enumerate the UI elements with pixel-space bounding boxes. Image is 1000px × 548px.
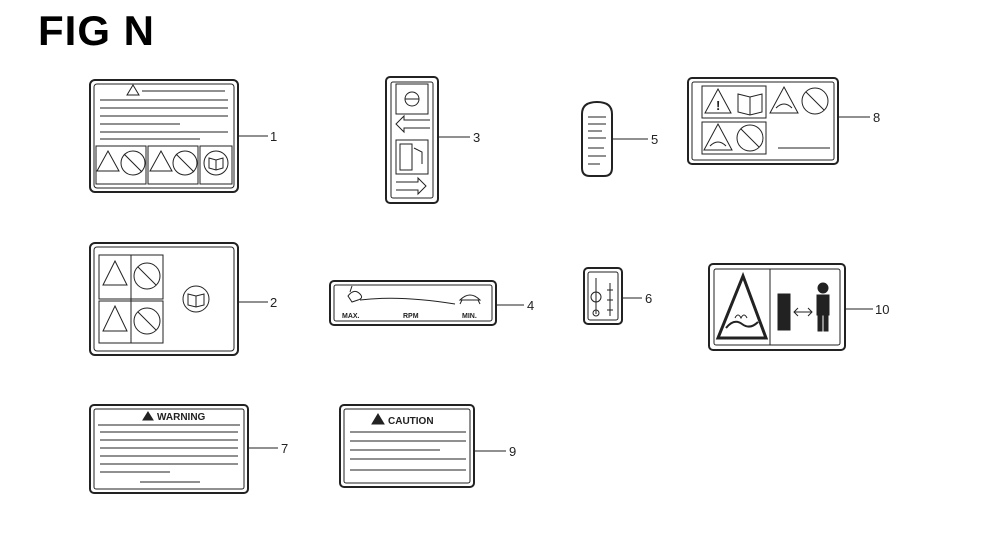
label-6[interactable] (583, 267, 623, 325)
label-10[interactable] (708, 263, 846, 351)
label-1[interactable] (89, 79, 239, 193)
keep-distance-icon (777, 282, 830, 332)
callout-2: 2 (270, 295, 277, 310)
prohibition-icon (736, 124, 764, 152)
callout-4: 4 (527, 298, 534, 313)
rpm-label: RPM (403, 313, 419, 320)
max-label: MAX. (342, 313, 360, 320)
manual-book-icon (182, 285, 210, 313)
on-off-icon (607, 283, 613, 316)
callout-9: 9 (509, 444, 516, 459)
prohibition-icon (801, 87, 829, 115)
warning-triangle-icon (149, 149, 173, 172)
caution-header: CAUTION (388, 416, 434, 427)
manual-book-icon (203, 150, 229, 176)
arrow-left-icon (395, 114, 430, 134)
label-7[interactable] (89, 404, 249, 494)
hot-surface-warning-icon (703, 122, 733, 151)
warning-triangle-icon (371, 413, 385, 425)
manual-book-icon (737, 93, 763, 116)
hot-surface-warning-icon (769, 85, 799, 114)
label-4[interactable] (329, 280, 497, 326)
label-2[interactable] (89, 242, 239, 356)
callout-1: 1 (270, 129, 277, 144)
prohibition-icon (120, 150, 146, 176)
callout-10: 10 (875, 302, 889, 317)
svg-text:!: ! (716, 98, 720, 113)
figure-title: FIG N (38, 7, 155, 54)
arrow-right-icon (396, 176, 427, 196)
fuel-valve-icon (404, 91, 420, 107)
prohibition-icon (172, 150, 198, 176)
label-3[interactable] (385, 76, 439, 204)
rabbit-icon (347, 285, 363, 303)
label-9[interactable] (339, 404, 475, 488)
choke-icon (590, 278, 602, 317)
callout-7: 7 (281, 441, 288, 456)
turtle-icon (458, 294, 482, 305)
warning-triangle-icon (142, 411, 154, 421)
callout-3: 3 (473, 130, 480, 145)
speed-curve (359, 297, 456, 305)
min-label: MIN. (462, 313, 477, 320)
callout-6: 6 (645, 291, 652, 306)
warning-triangle-icon (96, 149, 120, 172)
warning-triangle-icon: ! (704, 87, 732, 114)
label-5[interactable] (581, 100, 613, 177)
hot-surface-warning-icon (715, 271, 769, 340)
warning-triangle-icon (102, 259, 128, 332)
warning-triangle-icon (126, 84, 140, 96)
warning-header: WARNING (157, 412, 206, 423)
prohibition-icon (133, 262, 161, 335)
callout-5: 5 (651, 132, 658, 147)
label-8[interactable]: ! (687, 77, 839, 165)
callout-8: 8 (873, 110, 880, 125)
fuel-can-icon (399, 143, 423, 171)
